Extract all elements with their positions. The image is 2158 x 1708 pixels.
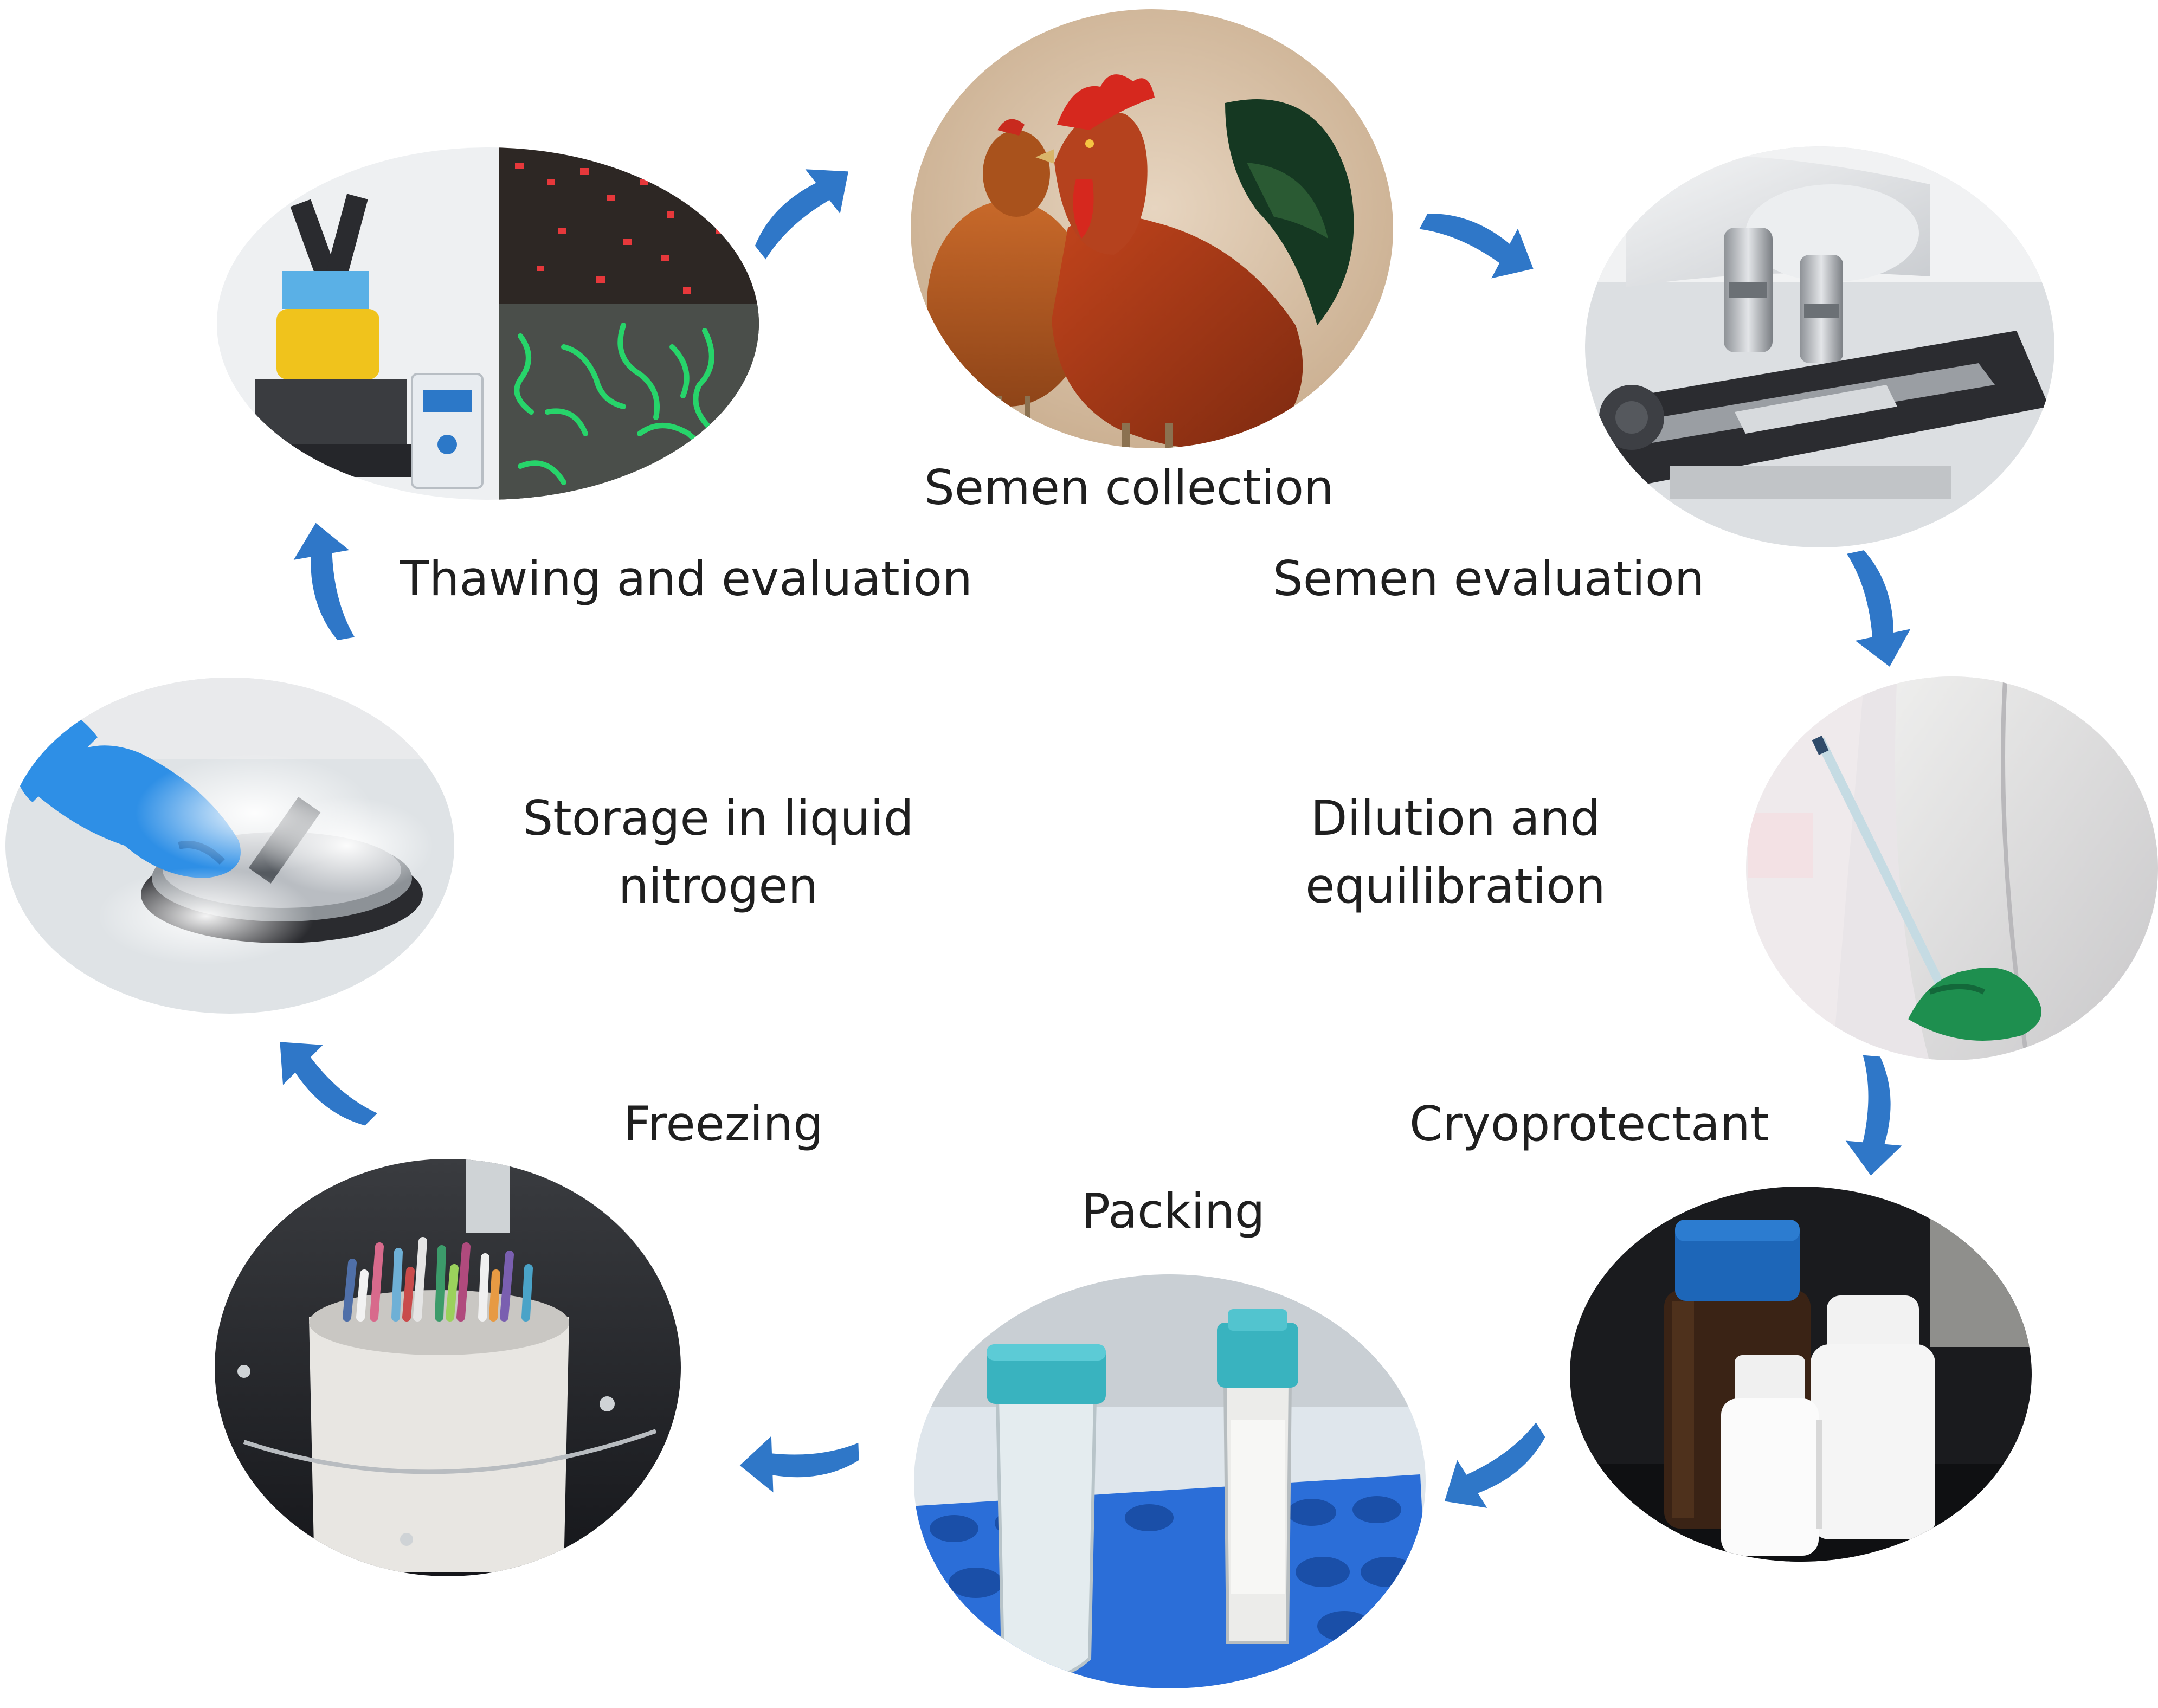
arrow-packing-to-freezing <box>739 1436 859 1493</box>
label-thawing-and-evaluation: Thawing and evaluation <box>400 551 972 607</box>
freezing-image <box>215 1159 681 1576</box>
arrow-cryoprotectant-to-packing <box>1444 1422 1545 1508</box>
label-packing: Packing <box>1081 1183 1265 1239</box>
arrows <box>280 169 1911 1508</box>
semen-collection-image <box>911 9 1393 448</box>
arrow-freezing-to-storage <box>280 1042 377 1126</box>
label-cryoprotectant: Cryoprotectant <box>1409 1096 1769 1152</box>
semen-evaluation-image <box>1585 146 2054 547</box>
label-dilution-line-2: equilibration <box>1305 858 1606 914</box>
arrow-collection-to-evaluation <box>1419 214 1534 279</box>
arrow-dilution-to-cryoprotectant <box>1845 1055 1902 1176</box>
arrow-storage-to-thawing <box>293 523 355 641</box>
arrow-thawing-to-collection <box>755 169 848 260</box>
label-semen-evaluation: Semen evaluation <box>1273 551 1704 607</box>
storage-image <box>5 678 454 1014</box>
cryoprotectant-image <box>1570 1187 2032 1562</box>
label-semen-collection: Semen collection <box>924 460 1334 515</box>
arrow-evaluation-to-dilution <box>1847 550 1911 667</box>
label-storage-line-1: Storage in liquid <box>523 790 913 846</box>
label-dilution-line-1: Dilution and <box>1311 790 1601 846</box>
label-storage-line-2: nitrogen <box>619 858 819 914</box>
packing-image <box>914 1274 1426 1688</box>
label-freezing: Freezing <box>623 1096 823 1152</box>
dilution-image <box>1746 676 2158 1060</box>
thawing-image <box>217 147 759 500</box>
